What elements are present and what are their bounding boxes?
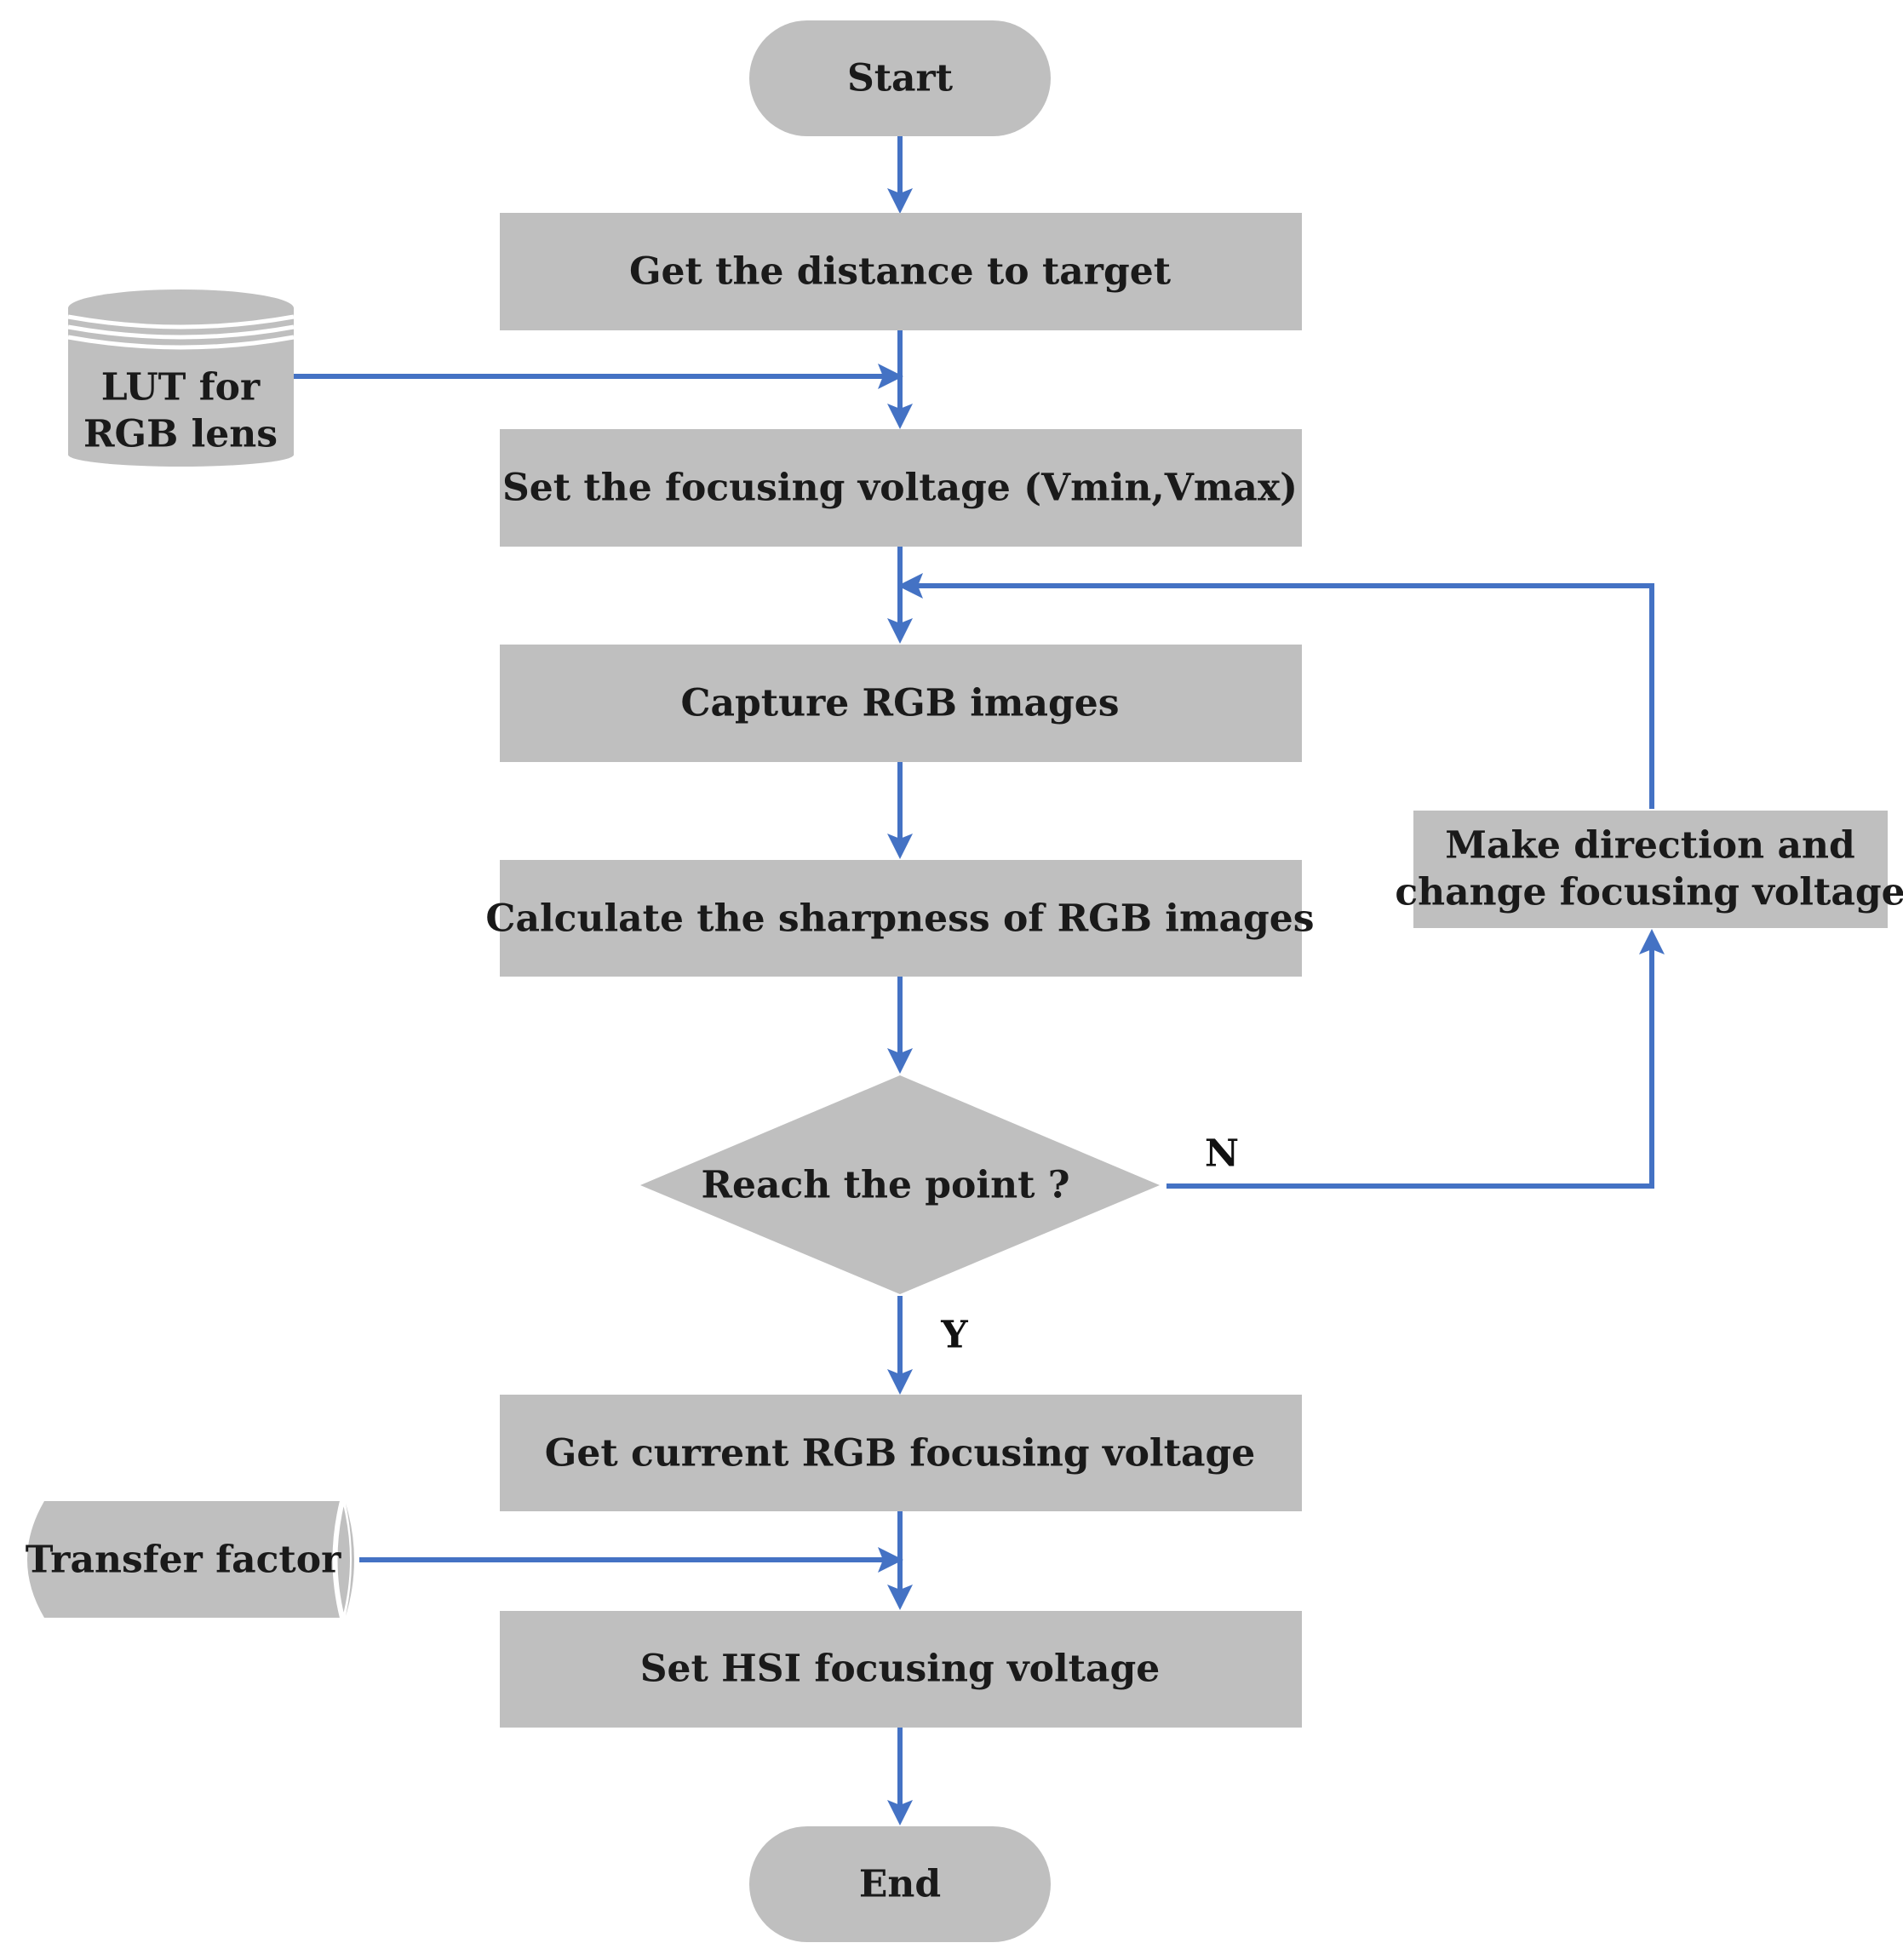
lut-database: LUT for RGB lens [67,289,295,467]
set-focusing-process: Set the focusing voltage (Vmin,Vmax) [500,429,1302,547]
lut-label-line1: LUT for [101,366,261,410]
get-distance-label: Get the distance to target [629,250,1172,294]
end-label: End [859,1863,941,1906]
no-branch-label: N [1205,1132,1239,1176]
capture-process: Capture RGB images [500,645,1302,762]
capture-label: Capture RGB images [680,682,1119,725]
transfer-factor-label: Transfer factor [26,1539,341,1582]
get-current-process: Get current RGB focusing voltage [500,1395,1302,1511]
get-distance-process: Get the distance to target [500,213,1302,330]
edge-decision-no-to-make-direction [1166,929,1665,1189]
transfer-factor-data: Transfer factor [26,1500,354,1619]
make-direction-label-line2: change focusing voltage [1395,871,1903,914]
edge-make-direction-loop-back [897,573,1654,809]
reach-point-decision: Reach the point ? [640,1075,1160,1294]
get-current-label: Get current RGB focusing voltage [545,1432,1255,1476]
start-label: Start [847,57,954,100]
set-focusing-label: Set the focusing voltage (Vmin,Vmax) [502,467,1298,510]
calculate-process: Calculate the sharpness of RGB images [485,860,1315,977]
yes-branch-label: Y [940,1314,968,1357]
start-terminal: Start [749,20,1051,136]
make-direction-process: Make direction and change focusing volta… [1395,811,1903,928]
lut-label-line2: RGB lens [83,413,278,456]
set-hsi-process: Set HSI focusing voltage [500,1611,1302,1728]
set-hsi-label: Set HSI focusing voltage [640,1648,1161,1691]
make-direction-label-line1: Make direction and [1445,824,1854,868]
end-terminal: End [749,1826,1051,1942]
decision-label: Reach the point ? [701,1164,1069,1207]
calculate-label: Calculate the sharpness of RGB images [485,897,1314,941]
